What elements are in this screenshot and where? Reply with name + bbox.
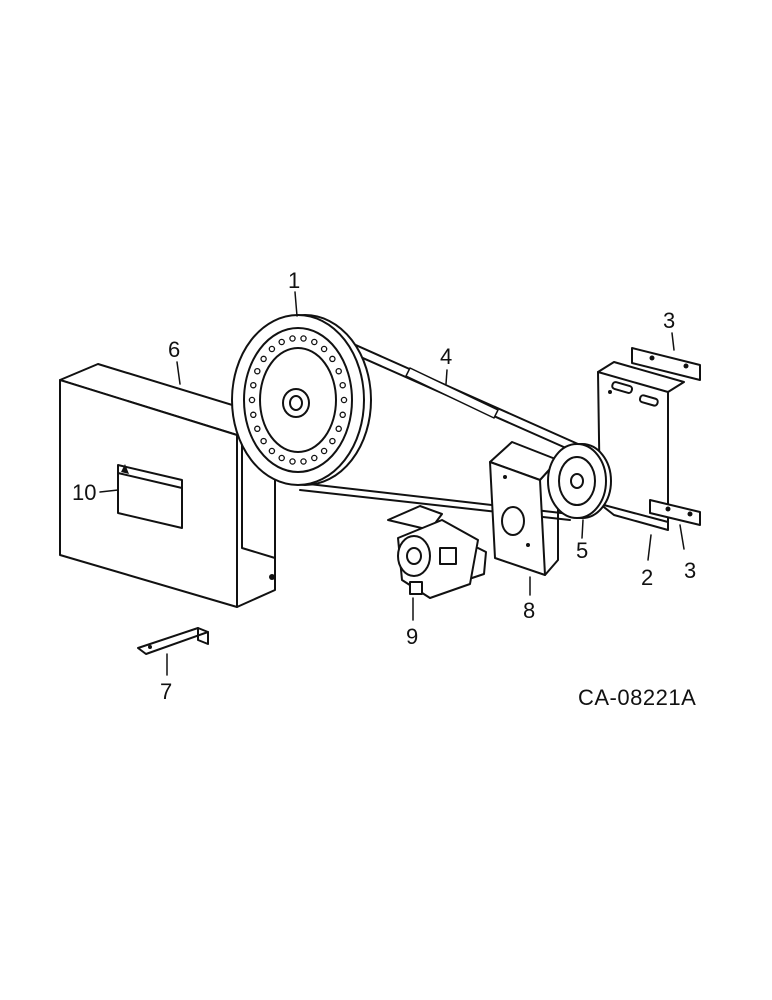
callout-1: 1 [288,268,300,293]
bolt-hole [250,381,257,389]
callout-8: 8 [523,598,535,623]
callout-3-upper: 3 [663,308,675,333]
bolt-hole [339,411,346,419]
mounting-plate [597,361,685,531]
shim-lower [649,499,701,526]
bolt-hole [278,454,285,462]
callout-9: 9 [406,624,418,649]
drawing-code: CA-08221A [578,685,696,710]
bolt-hole [260,437,267,445]
hydraulic-pump [387,505,487,599]
shield-bracket [137,627,209,655]
bolt-hole [278,338,285,346]
warning-decal [117,464,183,529]
bolt-hole [320,447,328,455]
bolt-hole [268,345,276,353]
callout-5: 5 [576,538,588,563]
bolt-hole [268,447,276,455]
bolt-hole [300,458,307,465]
pump-bracket [489,441,559,576]
bolt-hole [335,425,342,433]
pulley-bolt-holes [248,335,348,465]
callout-2: 2 [641,565,653,590]
bolt-hole [335,367,342,375]
bolt-hole [254,367,261,375]
bolt-hole [320,345,328,353]
callout-3-lower: 3 [684,558,696,583]
bolt-hole [289,458,296,465]
bolt-hole [289,335,296,342]
bolt-hole [254,425,261,433]
bolt-hole [311,338,318,346]
bolt-hole [339,381,346,389]
bolt-hole [248,396,256,404]
drive-pulley [231,314,372,486]
callout-10: 10 [72,480,96,505]
bolt-hole [340,396,348,404]
shim-upper [631,347,701,381]
idler-pulley [547,443,612,519]
bolt-hole [250,411,257,419]
callout-6: 6 [168,337,180,362]
leader-lines [99,291,685,676]
callout-4: 4 [440,344,452,369]
bolt-hole [300,335,307,342]
bolt-hole [329,437,336,445]
bolt-hole [311,454,318,462]
bolt-hole [260,355,267,363]
callout-7: 7 [160,679,172,704]
bolt-hole [329,355,336,363]
